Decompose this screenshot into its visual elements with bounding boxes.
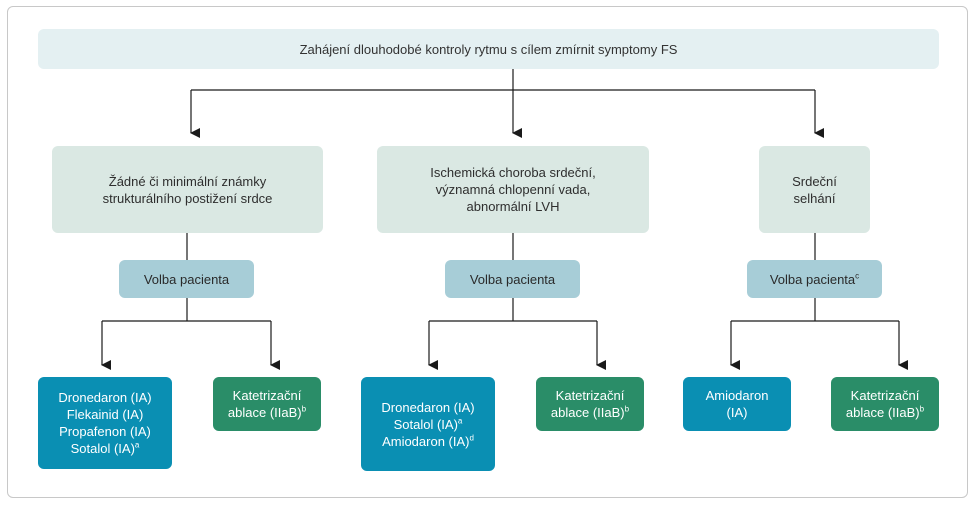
category-1-line-1: Žádné či minimální známky <box>108 173 267 189</box>
patient-choice-box-1: Volba pacienta <box>119 260 254 298</box>
top-box-title: Zahájení dlouhodobé kontroly rytmu s cíl… <box>299 41 678 57</box>
ablation-3-line-1: Katetrizační <box>850 388 920 403</box>
drug-3-line-2: (IA) <box>726 405 748 420</box>
drug-2-line-1: Dronedaron (IA) <box>381 399 475 415</box>
drug-2-line-3: Amiodaron (IA)d <box>382 433 474 449</box>
ablation-1-line-2: ablace (IIaB)b <box>227 404 307 420</box>
drug-1-line-3: Propafenon (IA) <box>59 424 151 439</box>
patient-choice-1-label: Volba pacienta <box>143 271 230 287</box>
patient-choice-box-3: Volba pacientac <box>747 260 882 298</box>
drug-3-line-1: Amiodaron <box>705 388 769 403</box>
drug-2-line-2: Sotalol (IA)a <box>393 416 463 432</box>
category-2-line-3: abnormální LVH <box>466 199 560 214</box>
ablation-3-line-2: ablace (IIaB)b <box>845 404 925 420</box>
category-3-line-1: Srdeční <box>792 173 837 189</box>
category-2-line-1: Ischemická choroba srdeční, <box>430 165 596 180</box>
category-box-2: Ischemická choroba srdeční, významná chl… <box>377 146 649 233</box>
ablation-1-line-1: Katetrizační <box>232 388 302 403</box>
drug-1-line-2: Flekainid (IA) <box>66 407 144 422</box>
category-box-1: Žádné či minimální známky strukturálního… <box>52 146 323 233</box>
drug-box-1: Dronedaron (IA) Flekainid (IA) Propafeno… <box>38 377 172 469</box>
patient-choice-3-label: Volba pacientac <box>769 271 860 287</box>
drug-1-line-4: Sotalol (IA)a <box>70 440 140 456</box>
category-box-3: Srdeční selhání <box>759 146 870 233</box>
drug-box-3: Amiodaron (IA) <box>683 377 791 431</box>
category-1-line-2: strukturálního postižení srdce <box>102 190 273 206</box>
patient-choice-box-2: Volba pacienta <box>445 260 580 298</box>
patient-choice-2-label: Volba pacienta <box>469 271 556 287</box>
ablation-box-2: Katetrizační ablace (IIaB)b <box>536 377 644 431</box>
ablation-box-1: Katetrizační ablace (IIaB)b <box>213 377 321 431</box>
ablation-2-line-1: Katetrizační <box>555 388 625 403</box>
top-box: Zahájení dlouhodobé kontroly rytmu s cíl… <box>38 29 939 69</box>
diagram-frame <box>7 6 968 498</box>
ablation-box-3: Katetrizační ablace (IIaB)b <box>831 377 939 431</box>
drug-1-line-1: Dronedaron (IA) <box>58 390 152 405</box>
ablation-2-line-2: ablace (IIaB)b <box>550 404 630 420</box>
category-2-line-2: významná chlopenní vada, <box>435 182 591 197</box>
drug-box-2: Dronedaron (IA) Sotalol (IA)a Amiodaron … <box>361 377 495 471</box>
category-3-line-2: selhání <box>793 190 836 206</box>
